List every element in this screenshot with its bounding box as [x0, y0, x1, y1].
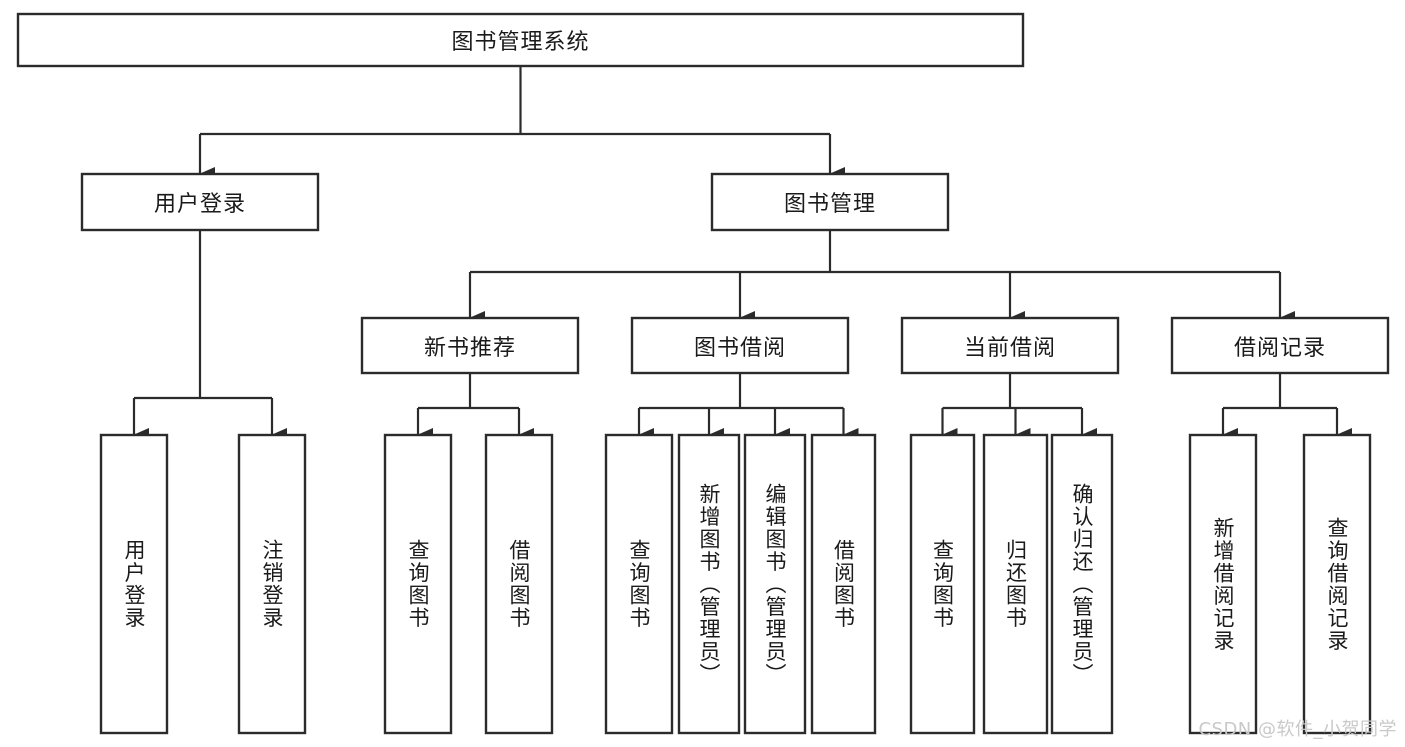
- node-box-leaf-borrow-book[interactable]: [810, 433, 877, 735]
- node-box-book-management[interactable]: [710, 172, 950, 232]
- node-box-book-borrow[interactable]: [630, 316, 850, 375]
- node-box-leaf-add-borrow-record[interactable]: [1188, 433, 1258, 735]
- node-box-leaf-query-book-borrow[interactable]: [604, 433, 674, 735]
- node-box-leaf-logout[interactable]: [237, 433, 307, 735]
- connectors-layer: [132, 66, 1352, 442]
- node-box-leaf-user-login[interactable]: [99, 433, 169, 735]
- node-box-leaf-return-book[interactable]: [982, 433, 1049, 735]
- node-box-leaf-query-book-recommend[interactable]: [383, 433, 453, 735]
- node-box-leaf-borrow-book-recommend[interactable]: [484, 433, 554, 735]
- node-box-leaf-query-book-current[interactable]: [909, 433, 976, 735]
- node-box-borrow-record[interactable]: [1170, 316, 1390, 375]
- node-box-leaf-add-book-admin[interactable]: [677, 433, 741, 735]
- node-box-leaf-edit-book-admin[interactable]: [743, 433, 807, 735]
- node-box-new-book-recommend[interactable]: [360, 316, 580, 375]
- boxes-layer: [16, 12, 1390, 735]
- node-box-user-login[interactable]: [80, 172, 320, 232]
- node-box-leaf-query-borrow-record[interactable]: [1302, 433, 1372, 735]
- node-box-root[interactable]: [16, 12, 1025, 68]
- node-box-leaf-confirm-return-admin[interactable]: [1050, 433, 1114, 735]
- node-box-current-borrow[interactable]: [900, 316, 1120, 375]
